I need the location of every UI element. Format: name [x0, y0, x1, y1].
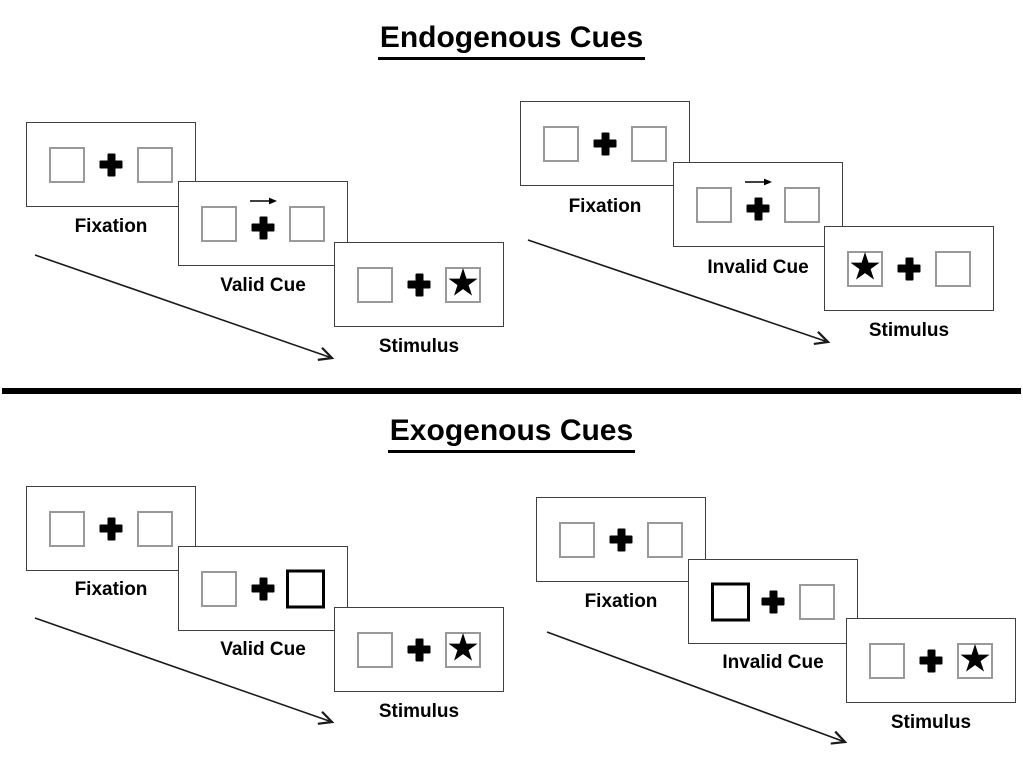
- fixation-panel: [26, 486, 196, 571]
- right-placeholder-box: [935, 250, 971, 287]
- fixation-cross-icon: [407, 273, 431, 296]
- right-placeholder-box: [631, 125, 667, 162]
- panel-label: Invalid Cue: [707, 257, 809, 278]
- time-arrow-icon: [34, 617, 335, 725]
- left-placeholder-box: [357, 631, 393, 668]
- panel-label: Stimulus: [378, 336, 460, 357]
- left-placeholder-box: [357, 266, 393, 303]
- panel-label: Stimulus: [890, 712, 972, 733]
- valid-cue-panel: [178, 546, 348, 631]
- target-box: ★: [957, 637, 993, 680]
- target-box: ★: [445, 261, 481, 304]
- panel-label: Stimulus: [868, 320, 950, 341]
- star-icon: ★: [957, 637, 993, 680]
- stimulus-panel: ★: [334, 607, 504, 692]
- cue-highlight-box: [711, 582, 750, 621]
- panel-label: Fixation: [568, 196, 642, 217]
- stimulus-panel: ★: [334, 242, 504, 327]
- valid-cue-panel: [178, 181, 348, 266]
- left-placeholder-box: [543, 125, 579, 162]
- target-box: ★: [847, 245, 883, 288]
- fixation-panel: [26, 122, 196, 207]
- time-arrow-icon: [546, 631, 848, 745]
- fixation-cross-icon: [919, 649, 943, 672]
- panel-label: Fixation: [74, 579, 148, 600]
- fixation-cross-icon: [407, 638, 431, 661]
- stimulus-panel: ★: [824, 226, 994, 311]
- right-placeholder-box: [289, 205, 325, 242]
- panel-label: Valid Cue: [220, 275, 306, 296]
- fixation-cross-icon: [593, 132, 617, 155]
- panel-label: Fixation: [74, 216, 148, 237]
- section-title-exogenous: Exogenous Cues: [0, 413, 1023, 453]
- left-placeholder-box: [49, 510, 85, 547]
- invalid-cue-panel: [673, 162, 843, 247]
- left-placeholder-box: [201, 205, 237, 242]
- panel-label: Invalid Cue: [722, 652, 824, 673]
- cue-arrow-icon: [745, 178, 772, 186]
- fixation-cross-icon: [897, 257, 921, 280]
- stimulus-panel: ★: [846, 618, 1016, 703]
- time-arrow-icon: [34, 254, 335, 361]
- target-box: ★: [445, 626, 481, 669]
- cue-highlight-box: [286, 569, 325, 608]
- fixation-cross-icon: [746, 197, 770, 221]
- left-placeholder-box: [559, 521, 595, 558]
- time-arrow-icon: [527, 239, 831, 346]
- fixation-cross-icon: [99, 153, 123, 176]
- fixation-cross-icon: [761, 590, 785, 613]
- left-placeholder-box: [49, 146, 85, 183]
- star-icon: ★: [847, 245, 883, 288]
- right-placeholder-box: [799, 583, 835, 620]
- section-title-text: Endogenous Cues: [377, 20, 646, 60]
- section-divider: [2, 388, 1021, 394]
- section-title-endogenous: Endogenous Cues: [0, 20, 1023, 60]
- invalid-cue-panel: [688, 559, 858, 644]
- left-placeholder-box: [696, 186, 732, 223]
- left-placeholder-box: [869, 642, 905, 679]
- fixation-cross-icon: [251, 577, 275, 600]
- right-placeholder-box: [137, 510, 173, 547]
- fixation-cross-icon: [251, 216, 275, 240]
- section-title-text: Exogenous Cues: [387, 413, 636, 453]
- fixation-panel: [520, 101, 690, 186]
- panel-label: Fixation: [584, 591, 658, 612]
- fixation-cross-icon: [609, 528, 633, 551]
- fixation-panel: [536, 497, 706, 582]
- cue-arrow-icon: [250, 197, 277, 205]
- fixation-cross-icon: [99, 517, 123, 540]
- panel-label: Valid Cue: [220, 639, 306, 660]
- star-icon: ★: [445, 626, 481, 669]
- left-placeholder-box: [201, 570, 237, 607]
- right-placeholder-box: [647, 521, 683, 558]
- right-placeholder-box: [784, 186, 820, 223]
- panel-label: Stimulus: [378, 701, 460, 722]
- star-icon: ★: [445, 261, 481, 304]
- right-placeholder-box: [137, 146, 173, 183]
